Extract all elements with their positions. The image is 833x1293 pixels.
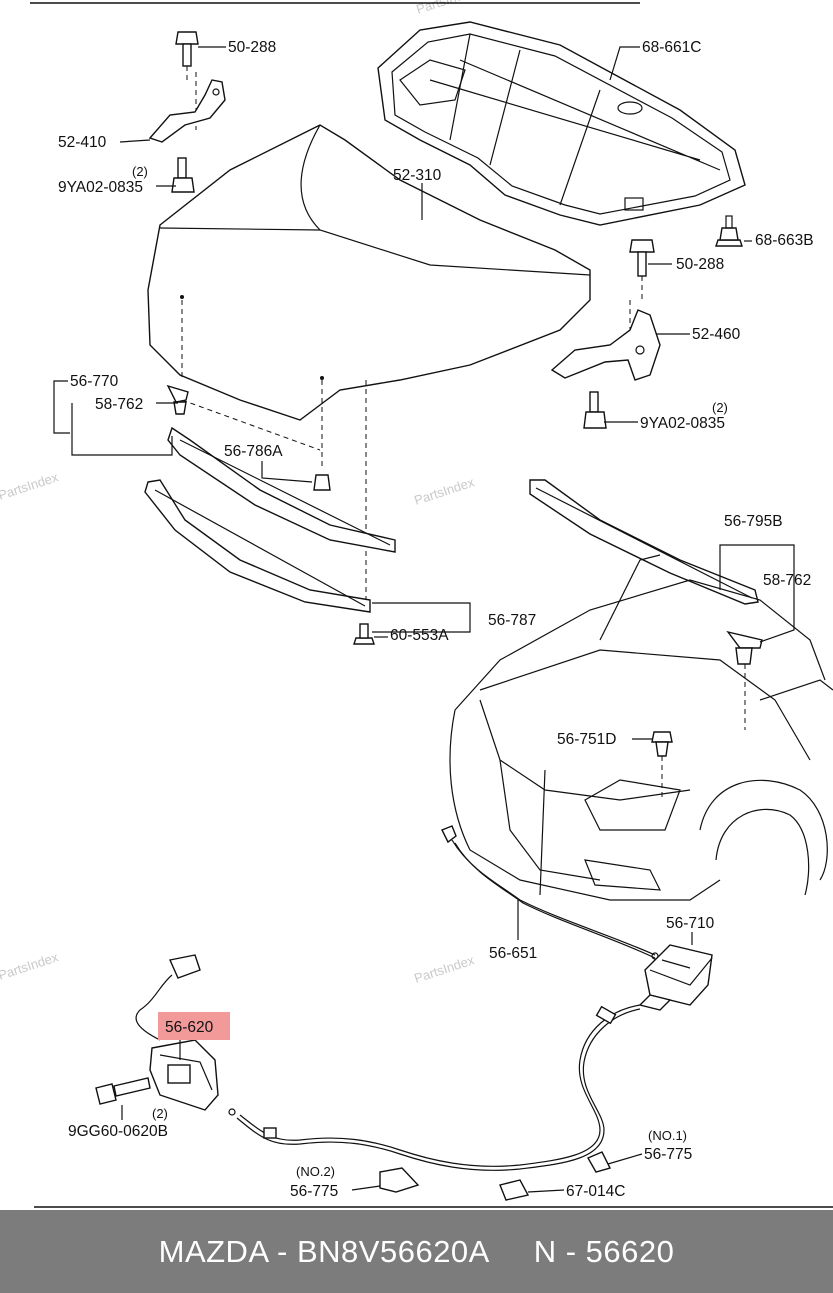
hinge-right-assembly: [550, 239, 661, 429]
dashed-leader: [181, 300, 367, 600]
ref-number: 56620: [585, 1233, 675, 1269]
label-no2: (NO.2): [296, 1164, 335, 1179]
label-hinge-bolt-left: 9YA02-0835: [58, 179, 143, 196]
watermark: PartsIndex: [412, 474, 476, 508]
lock-cable: [236, 1008, 641, 1171]
label-clip-insulator: 68-663B: [755, 232, 814, 249]
seal-clip-right: [726, 630, 763, 665]
label-release-cable: 56-651: [489, 945, 537, 962]
label-nut-clip: 60-553A: [390, 627, 449, 644]
hood-panel: [147, 124, 591, 421]
label-clip-left: 58-762: [95, 396, 143, 413]
label-cable-clip: 67-014C: [566, 1183, 625, 1200]
separator: -: [267, 1233, 297, 1269]
part-number: BN8V56620A: [296, 1233, 489, 1269]
label-hinge-bolt-right: 9YA02-0835: [640, 415, 725, 432]
label-qty-lock-bolt: (2): [152, 1106, 168, 1121]
label-clip-no2: 56-775: [290, 1183, 338, 1200]
label-release-lever: 56-710: [666, 915, 715, 932]
label-stopper: 56-786A: [224, 443, 283, 460]
label-clip-right: 58-762: [763, 572, 811, 589]
spacer: [488, 1234, 534, 1269]
label-no1: (NO.1): [648, 1128, 687, 1143]
cable-clip-no2: [379, 1167, 420, 1193]
label-qty-hinge-bolt-left: (2): [132, 164, 148, 179]
label-bolt-right: 50-288: [676, 256, 724, 273]
label-seal-set-left: 56-770: [70, 373, 119, 390]
label-bolt-top: 50-288: [228, 39, 276, 56]
lock-cable: [239, 1004, 641, 1167]
label-seal-rear: 56-795B: [724, 513, 783, 530]
hinge-left-assembly: [148, 31, 226, 193]
label-qty-hinge-bolt-right: (2): [712, 400, 728, 415]
leader-lines: [53, 46, 795, 1193]
hood-insulator: [377, 21, 746, 226]
label-clip-no1: 56-775: [644, 1146, 692, 1163]
label-lock: 56-620: [165, 1019, 214, 1036]
hood-lock: [95, 954, 219, 1111]
cable-grommet: [595, 1005, 617, 1025]
watermark: PartsIndex: [0, 469, 61, 503]
label-stopper-body: 56-751D: [557, 731, 616, 748]
cable-clip: [499, 1179, 530, 1201]
car-body: [449, 554, 833, 901]
label-seal-front: 56-787: [488, 612, 536, 629]
bonnet-stopper: [313, 474, 331, 491]
insulator-clip: [715, 215, 743, 247]
watermark: PartsIndex: [412, 952, 476, 986]
watermark: PartsIndex: [0, 949, 61, 983]
seal-clip-left: [166, 384, 189, 415]
nut-clip: [353, 623, 375, 645]
release-cable: [441, 769, 659, 960]
ref-prefix: N -: [533, 1233, 586, 1269]
brand-name: MAZDA: [158, 1233, 268, 1269]
hood-seal-upper: [167, 426, 396, 553]
part-info-text: MAZDA - BN8V56620A N - 56620: [159, 1234, 675, 1270]
parts-diagram: PartsIndex PartsIndex PartsIndex PartsIn…: [0, 0, 833, 1208]
hood-seal-front: [144, 479, 371, 613]
cable-grommet: [263, 1127, 277, 1139]
cable-clip-no1: [587, 1151, 612, 1173]
hood-seal-rear: [529, 479, 759, 605]
highlighted-part-label-bg: [158, 1012, 230, 1040]
part-info-footer: MAZDA - BN8V56620A N - 56620: [0, 1210, 833, 1293]
label-hinge-left: 52-410: [58, 134, 107, 151]
label-bonnet: 52-310: [393, 167, 442, 184]
label-insulator: 68-661C: [642, 39, 701, 56]
label-lock-bolt: 9GG60-0620B: [68, 1123, 168, 1140]
release-lever: [638, 944, 713, 1011]
label-hinge-right: 52-460: [692, 326, 741, 343]
body-stopper: [651, 731, 673, 757]
